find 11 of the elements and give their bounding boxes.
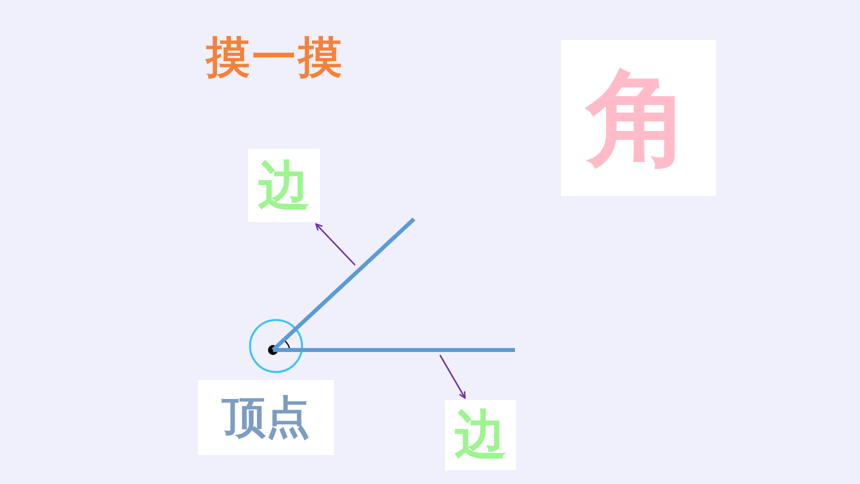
card-label: 顶点	[222, 396, 310, 440]
text-card	[445, 400, 516, 470]
arrow	[439, 354, 466, 399]
card-label: 角	[586, 66, 690, 170]
title: 摸一摸	[206, 31, 344, 85]
card-label: 边	[258, 160, 310, 212]
angle-side-line	[272, 218, 416, 352]
arrow	[315, 223, 356, 266]
text-card	[248, 149, 320, 222]
card-label: 边	[454, 409, 506, 461]
angle-side-line	[273, 348, 515, 352]
